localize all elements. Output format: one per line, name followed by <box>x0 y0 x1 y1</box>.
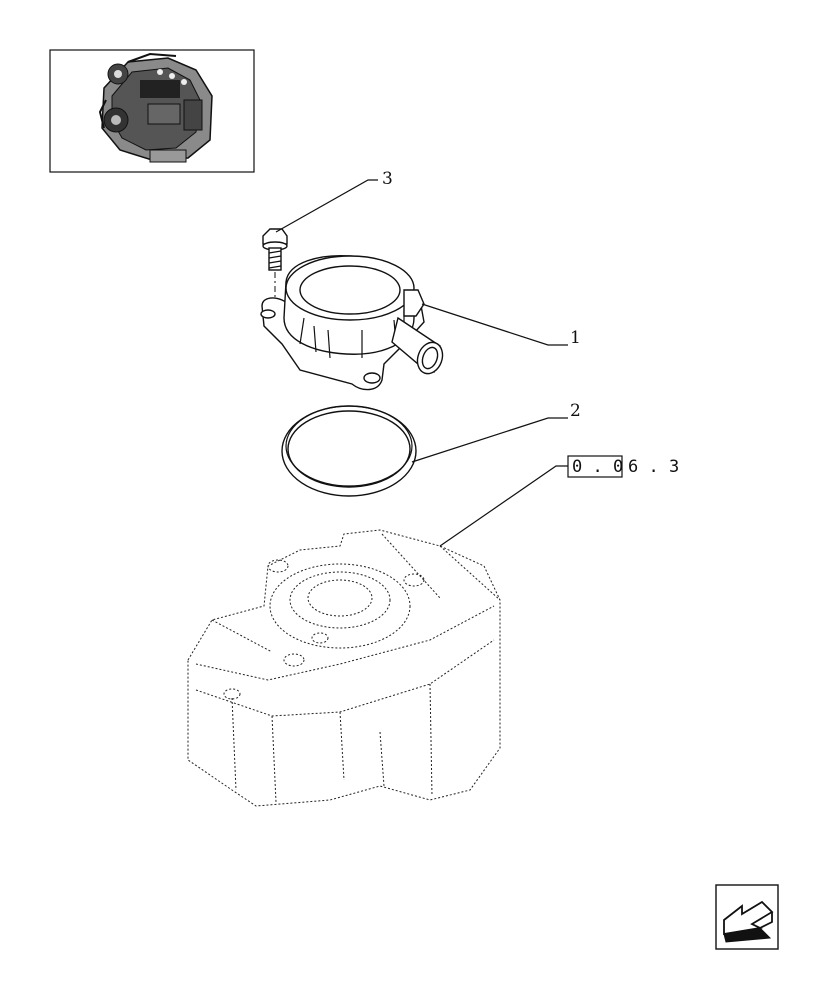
reference-suffix: 6 . 3 <box>628 457 679 477</box>
previous-page-arrow-icon[interactable] <box>715 884 779 950</box>
bolt <box>262 228 288 305</box>
callout-3: 3 <box>382 169 393 189</box>
phantom-mounting-base <box>187 529 501 807</box>
callout-1: 1 <box>570 328 581 348</box>
callout-2: 2 <box>570 401 581 421</box>
reference-boxed-part: 0 . 0 <box>572 457 623 477</box>
gasket-ring <box>281 405 417 497</box>
leader-lines <box>275 179 568 547</box>
breather-cover <box>260 255 444 391</box>
engine-thumbnail-icon[interactable] <box>49 49 255 173</box>
reference-code[interactable]: 0 . 0 6 . 3 <box>567 455 679 478</box>
